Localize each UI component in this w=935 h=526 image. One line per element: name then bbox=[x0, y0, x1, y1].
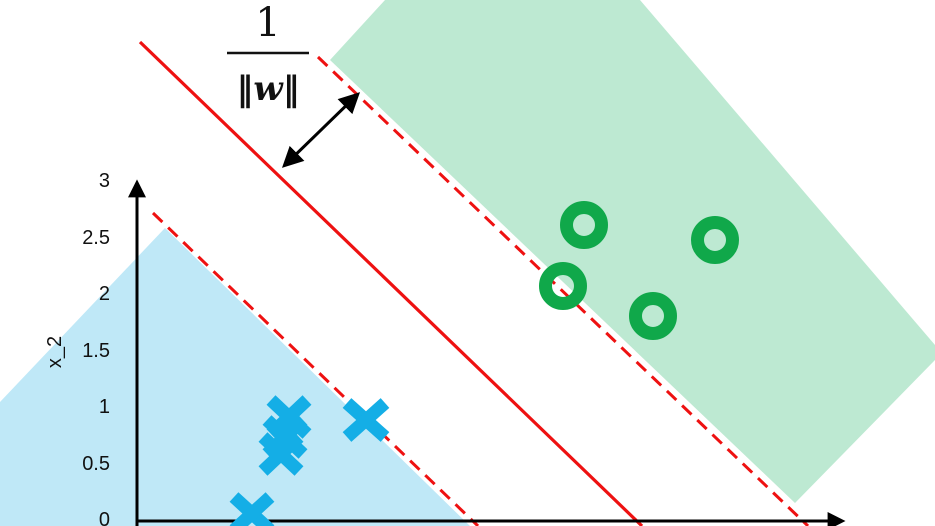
y-tick-label: 3 bbox=[99, 170, 110, 192]
y-tick-label: 0.5 bbox=[82, 453, 110, 475]
circle-marker bbox=[691, 216, 739, 264]
negative-margin-line bbox=[151, 211, 480, 526]
y-tick-label: 1 bbox=[99, 396, 110, 418]
y-tick-label: 2.5 bbox=[82, 227, 110, 249]
circle-marker bbox=[629, 292, 677, 340]
cross-marker bbox=[258, 432, 304, 476]
cross-marker bbox=[342, 398, 390, 442]
circle-marker bbox=[539, 262, 587, 310]
cross-marker bbox=[229, 492, 275, 526]
positive-class-region bbox=[330, 0, 935, 503]
negative-class-region bbox=[0, 228, 470, 526]
decision-boundary bbox=[138, 40, 644, 526]
circle-marker bbox=[560, 201, 608, 249]
y-tick-label: 1.5 bbox=[82, 340, 110, 362]
positive-margin-line bbox=[316, 55, 810, 526]
y-axis-label: x_2 bbox=[44, 336, 66, 368]
y-tick-label: 2 bbox=[99, 283, 110, 305]
margin-arrow bbox=[281, 92, 361, 168]
y-tick-label: 0 bbox=[99, 509, 110, 526]
margin-denominator: ‖w‖ bbox=[236, 69, 299, 109]
margin-numerator: 1 bbox=[255, 0, 280, 46]
